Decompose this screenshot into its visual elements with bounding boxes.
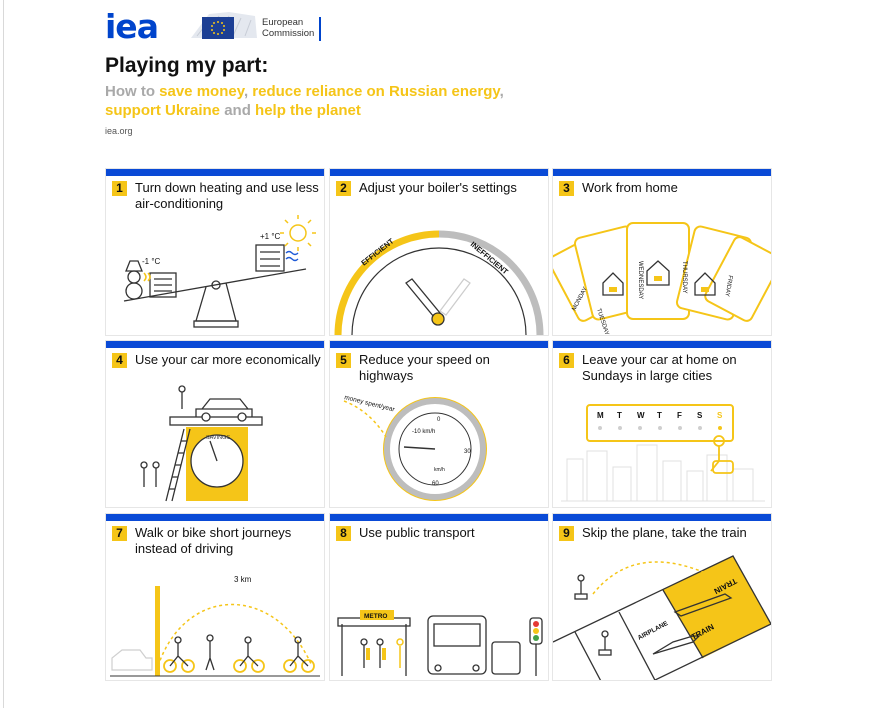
tip-panel-6: 6 Leave your car at home on Sundays in l…: [553, 341, 771, 507]
speed-unit-label: km/h: [434, 467, 445, 473]
panel-top-bar: [330, 514, 548, 521]
tip-number: 6: [559, 353, 574, 368]
day-label: T: [657, 411, 662, 420]
hot-temp-label: +1 °C: [260, 232, 281, 241]
sunday-label: S: [717, 411, 723, 420]
tick-30-label: 30: [464, 449, 471, 455]
train-vs-plane-illustration: AIRPLANE TRAIN TRAIN: [553, 555, 771, 680]
car-scale-illustration: SAVINGS: [140, 385, 263, 502]
friday-label: FRIDAY: [723, 275, 733, 297]
tip-panel-9: 9 Skip the plane, take the train AIRPLAN…: [553, 514, 771, 680]
tip-panel-3: 3 Work from home MONDAY TUESDAY WEDNESDA…: [553, 169, 771, 335]
metro-sign-label: METRO: [364, 613, 387, 620]
wednesday-label: WEDNESDAY: [637, 261, 643, 299]
tip-label: Leave your car at home on Sundays in lar…: [582, 352, 737, 383]
panel-top-bar: [330, 169, 548, 176]
tip-number: 1: [112, 181, 127, 196]
panel-top-bar: [106, 514, 324, 521]
panel-top-bar: [106, 341, 324, 348]
day-label: M: [597, 411, 604, 420]
cold-temp-label: -1 °C: [142, 257, 161, 266]
panel-top-bar: [553, 514, 771, 521]
european-commission-logo: European Commission: [187, 8, 322, 42]
partner-divider: [319, 17, 321, 41]
iea-logo: iea: [105, 7, 159, 46]
tip-panel-2: 2 Adjust your boiler's settings EFFICIEN…: [330, 169, 548, 335]
tip-panel-4: 4 Use your car more economically SAVINGS: [106, 341, 324, 507]
tip-label: Adjust your boiler's settings: [359, 180, 517, 195]
tip-panel-7: 7 Walk or bike short journeys instead of…: [106, 514, 324, 680]
heating-seesaw-illustration: -1 °C +1 °C: [123, 215, 316, 328]
tip-number: 7: [112, 526, 127, 541]
eu-flag-icon: [202, 17, 234, 39]
tip-label: Turn down heating and use less air-condi…: [135, 180, 319, 211]
speed-reduction-label: -10 km/h: [412, 429, 435, 435]
distance-label: 3 km: [234, 575, 252, 584]
airplane-label: AIRPLANE: [637, 620, 670, 642]
tick-60-label: 60: [432, 481, 439, 487]
tip-label: Use public transport: [359, 525, 475, 540]
day-label: S: [697, 411, 703, 420]
speedometer-illustration: money spent/year -10 km/h km/h 0 30 60: [344, 394, 487, 501]
public-transport-illustration: METRO: [337, 610, 543, 676]
tip-number: 3: [559, 181, 574, 196]
tip-panel-5: 5 Reduce your speed on highways money sp…: [330, 341, 548, 507]
panel-top-bar: [553, 169, 771, 176]
day-label: T: [617, 411, 622, 420]
thursday-label: THURSDAY: [681, 261, 687, 294]
tip-number: 4: [112, 353, 127, 368]
savings-label: SAVINGS: [206, 435, 230, 441]
website-link[interactable]: iea.org: [105, 126, 133, 136]
tip-label: Skip the plane, take the train: [582, 525, 747, 540]
tip-number: 9: [559, 526, 574, 541]
tip-number: 2: [336, 181, 351, 196]
tip-label: Walk or bike short journeys instead of d…: [135, 525, 292, 556]
tip-number: 5: [336, 353, 351, 368]
tip-panel-8: 8 Use public transport METRO: [330, 514, 548, 680]
panel-top-bar: [330, 341, 548, 348]
panel-top-bar: [553, 341, 771, 348]
sunday-calendar-illustration: M T W T F S S: [561, 404, 765, 502]
work-from-home-cards-illustration: MONDAY TUESDAY WEDNESDAY THURSDAY FRIDAY: [553, 222, 771, 335]
tick-0-label: 0: [437, 417, 441, 423]
boiler-gauge-illustration: EFFICIENT INEFFICIENT: [334, 230, 544, 335]
page-title: Playing my part:: [105, 54, 269, 77]
partner-name: European Commission: [262, 17, 315, 39]
day-label: F: [677, 411, 682, 420]
page-subtitle: How to save money, reduce reliance on Ru…: [105, 83, 504, 119]
tip-label: Use your car more economically: [135, 352, 321, 367]
tip-label: Reduce your speed on highways: [359, 352, 490, 383]
page-edge-line: [3, 0, 4, 708]
tip-number: 8: [336, 526, 351, 541]
panel-top-bar: [106, 169, 324, 176]
day-label: W: [637, 411, 645, 420]
walk-bike-illustration: 3 km: [110, 575, 320, 677]
tip-label: Work from home: [582, 180, 678, 195]
tip-panel-1: 1 Turn down heating and use less air-con…: [106, 169, 324, 335]
